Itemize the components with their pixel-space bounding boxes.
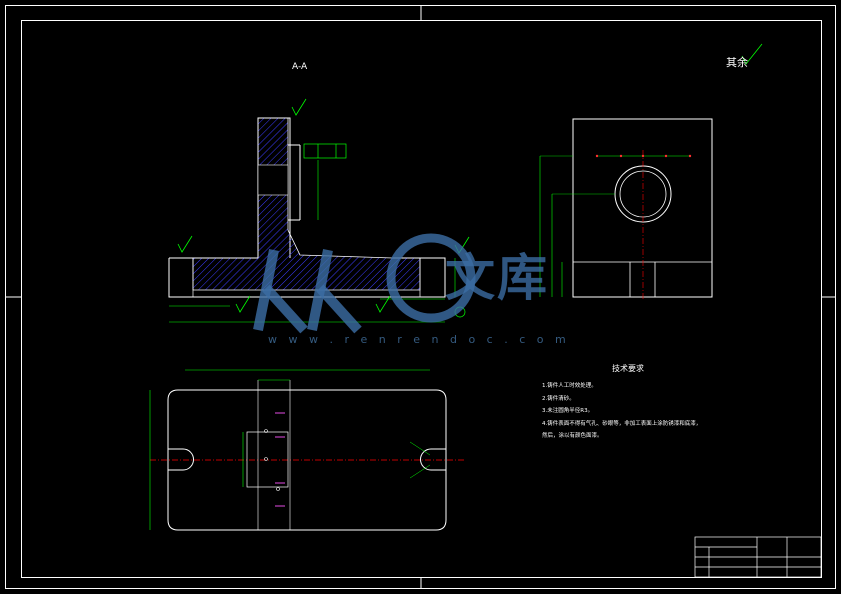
side-view [539, 43, 763, 300]
requirement-item: 然后，涂以有颜色面漆。 [542, 433, 603, 439]
requirement-item: 1.铸件人工时效处理。 [542, 383, 597, 389]
section-label: A-A [292, 62, 308, 72]
requirement-item: 2.铸件清砂。 [542, 395, 575, 402]
surface-rest-label: 其余 [726, 56, 748, 69]
title-block [694, 536, 822, 578]
technical-requirements-list: 1.铸件人工时效处理。 2.铸件清砂。 3.未注圆角半径R3。 4.铸件表面不得… [542, 380, 701, 443]
requirement-item: 4.铸件表面不得有气孔、砂眼等，非加工表面上涂防锈漆和底漆， [542, 420, 702, 427]
watermark-chinese: 文库 [445, 248, 549, 307]
watermark-url: w w w . r e n r e n d o c . c o m [268, 333, 570, 346]
section-view [168, 98, 470, 323]
technical-requirements-title: 技术要求 [612, 364, 644, 373]
requirement-item: 3.未注圆角半径R3。 [542, 408, 594, 414]
top-view [149, 369, 465, 531]
